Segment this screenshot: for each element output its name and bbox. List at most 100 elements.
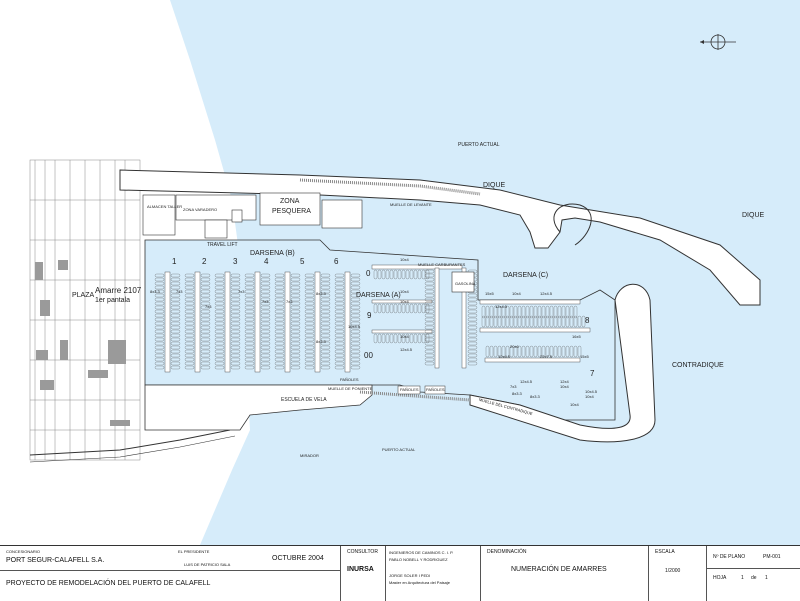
berth-slot xyxy=(517,315,522,328)
berth-slot xyxy=(334,361,345,366)
berth-slot xyxy=(290,277,301,282)
berth-slot xyxy=(184,301,195,306)
berth-slot xyxy=(304,313,315,318)
hoja-label: HOJA xyxy=(713,575,727,581)
berth-slot xyxy=(565,305,570,319)
berth-slot xyxy=(350,345,361,350)
berth-slot xyxy=(320,301,331,306)
berth-slot xyxy=(557,345,562,358)
berth-slot xyxy=(244,333,255,338)
berth-slot xyxy=(350,357,361,362)
berth-slot xyxy=(290,353,301,358)
berth-size-tag: 7x3 xyxy=(238,289,245,294)
berth-slot xyxy=(334,281,345,286)
berth-slot xyxy=(533,345,538,358)
coast-road xyxy=(29,429,231,456)
berth-slot xyxy=(154,345,165,350)
berth-slot xyxy=(525,305,530,319)
berth-slot xyxy=(373,303,378,314)
berth-slot xyxy=(424,333,435,338)
berth-slot xyxy=(260,281,271,286)
pontoons-central xyxy=(371,264,467,369)
berth-slot xyxy=(405,333,410,344)
berth-slot xyxy=(184,305,195,310)
berth-slot xyxy=(334,345,345,350)
berth-slot xyxy=(373,333,378,344)
berth-slot xyxy=(397,303,402,314)
label-darsena-a: DARSENA (A) xyxy=(356,292,401,299)
architect-title: Master en Arquitectura del Paisaje xyxy=(389,580,450,585)
berth-slot xyxy=(467,349,478,354)
berth-size-tag: 12x4 xyxy=(560,379,569,384)
president-name: LUIS DE PATRICIO SALA xyxy=(184,562,231,567)
berth-slot xyxy=(320,321,331,326)
berth-slot xyxy=(334,337,345,342)
berth-slot xyxy=(260,285,271,290)
berth-slot xyxy=(401,333,406,344)
berth-slot xyxy=(501,315,506,328)
berth-slot xyxy=(154,317,165,322)
berth-slot xyxy=(290,325,301,330)
berth-slot xyxy=(549,305,554,319)
berth-slot xyxy=(170,337,181,342)
berth-slot xyxy=(260,289,271,294)
berth-slots-west xyxy=(154,273,361,370)
berth-slot xyxy=(154,285,165,290)
berth-slot xyxy=(154,353,165,358)
berth-slot xyxy=(244,353,255,358)
pier-number: 5 xyxy=(300,257,305,266)
berth-slot xyxy=(214,281,225,286)
berth-slot xyxy=(230,313,241,318)
berth-slot xyxy=(170,313,181,318)
berth-slot xyxy=(489,345,494,358)
pier-number: 8 xyxy=(585,316,590,325)
berth-slot xyxy=(170,353,181,358)
berth-slot xyxy=(424,281,435,286)
fuel-dock xyxy=(451,271,475,293)
berth-slot xyxy=(290,357,301,362)
berth-slot xyxy=(413,333,418,344)
berth-slot xyxy=(290,329,301,334)
berth-slot xyxy=(230,309,241,314)
berth-slot xyxy=(533,315,538,328)
berth-slot xyxy=(424,293,435,298)
consultor-label: CONSULTOR xyxy=(347,549,378,555)
berth-slot xyxy=(170,281,181,286)
berth-slot xyxy=(214,297,225,302)
berth-slot xyxy=(214,293,225,298)
berth-slot xyxy=(230,317,241,322)
berth-slot xyxy=(350,341,361,346)
de-number: 1 xyxy=(765,575,768,581)
berth-slot xyxy=(424,317,435,322)
berth-slot xyxy=(513,315,518,328)
berth-slot xyxy=(493,305,498,319)
berth-slot xyxy=(184,349,195,354)
berth-slot xyxy=(214,325,225,330)
berth-slot xyxy=(320,341,331,346)
berth-slot xyxy=(184,337,195,342)
berth-slot xyxy=(393,333,398,344)
berth-slot xyxy=(304,277,315,282)
berth-slot xyxy=(424,321,435,326)
berth-slot xyxy=(170,317,181,322)
berth-size-tag: 10x4.5 xyxy=(348,324,361,329)
berth-slot xyxy=(525,345,530,358)
berth-slot xyxy=(230,345,241,350)
berth-slot xyxy=(304,349,315,354)
president-label: EL PRESIDENTE xyxy=(178,549,210,554)
berth-slot xyxy=(424,357,435,362)
berth-slot xyxy=(385,269,390,280)
berth-size-tag: 10x4 xyxy=(585,394,594,399)
berth-slot xyxy=(513,305,518,319)
berth-slot xyxy=(489,315,494,328)
berth-slot xyxy=(467,325,478,330)
berth-slot xyxy=(274,361,285,366)
berth-slot xyxy=(350,293,361,298)
berth-slot xyxy=(274,349,285,354)
berth-slot xyxy=(230,281,241,286)
berth-slot xyxy=(350,365,361,370)
berth-slot xyxy=(214,357,225,362)
berth-slot xyxy=(304,341,315,346)
berth-slot xyxy=(304,361,315,366)
berth-slot xyxy=(230,297,241,302)
